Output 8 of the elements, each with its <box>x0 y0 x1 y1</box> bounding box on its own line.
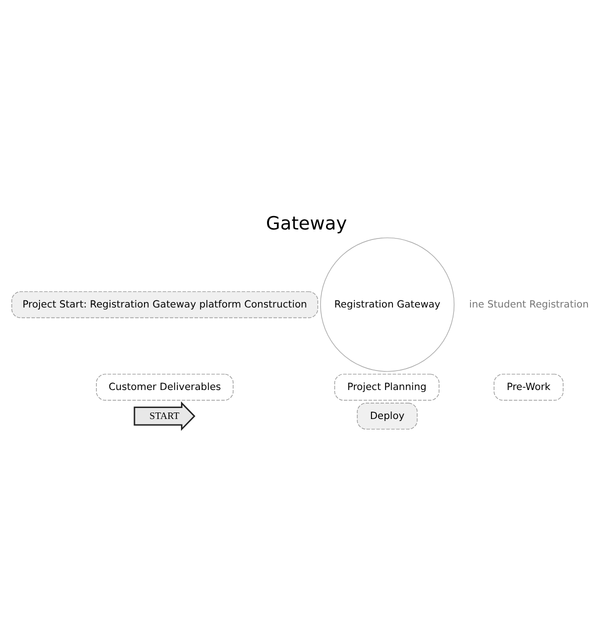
node-box: Customer Deliverables <box>96 374 234 401</box>
node-circle: Registration Gateway <box>320 237 454 372</box>
node-box: Project Start: Registration Gateway platform Construction <box>11 291 318 318</box>
node-box: Pre-Work <box>494 374 564 401</box>
diagram-title: Gateway <box>266 213 347 234</box>
node-box: Deploy <box>356 402 418 430</box>
node-box: Project Planning <box>334 374 440 401</box>
label: ine Student Registration <box>469 299 589 310</box>
